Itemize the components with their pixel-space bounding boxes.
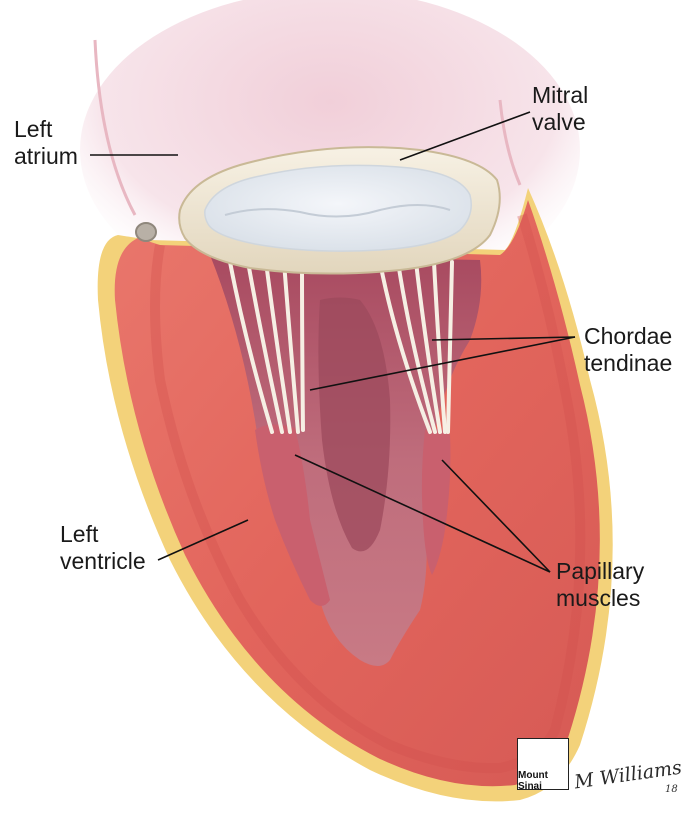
atrium-outline-right <box>498 99 522 186</box>
cavity-recess <box>318 297 391 552</box>
leader-papillary-2 <box>441 459 551 573</box>
label-chordae-tendinae: Chordae tendinae <box>584 323 673 376</box>
leader-papillary-1 <box>294 454 551 573</box>
myocardium-inner-shade <box>150 213 586 774</box>
logo-text: Mount Sinai <box>518 770 548 792</box>
signature-year: 18 <box>665 784 678 795</box>
label-left-ventricle: Left ventricle <box>60 521 146 574</box>
mount-sinai-logo <box>517 738 569 790</box>
atrium-outline-left <box>93 39 137 216</box>
leader-chordae-1 <box>431 336 576 341</box>
mitral-valve-leaflets <box>204 164 472 252</box>
leader-left-ventricle <box>157 519 249 561</box>
label-mitral-valve: Mitral valve <box>532 82 589 135</box>
leader-chordae-2 <box>309 336 576 391</box>
leader-lines <box>90 111 576 573</box>
label-left-atrium: Left atrium <box>14 116 78 169</box>
label-papillary-muscles: Papillary muscles <box>556 558 645 611</box>
papillary-muscle-right <box>421 428 451 575</box>
papillary-muscle-left <box>255 424 330 606</box>
leader-mitral-valve <box>399 111 531 161</box>
mitral-valve-coaptation <box>224 204 451 218</box>
coronary-vessel <box>135 222 157 242</box>
chordae-strands <box>228 260 454 434</box>
